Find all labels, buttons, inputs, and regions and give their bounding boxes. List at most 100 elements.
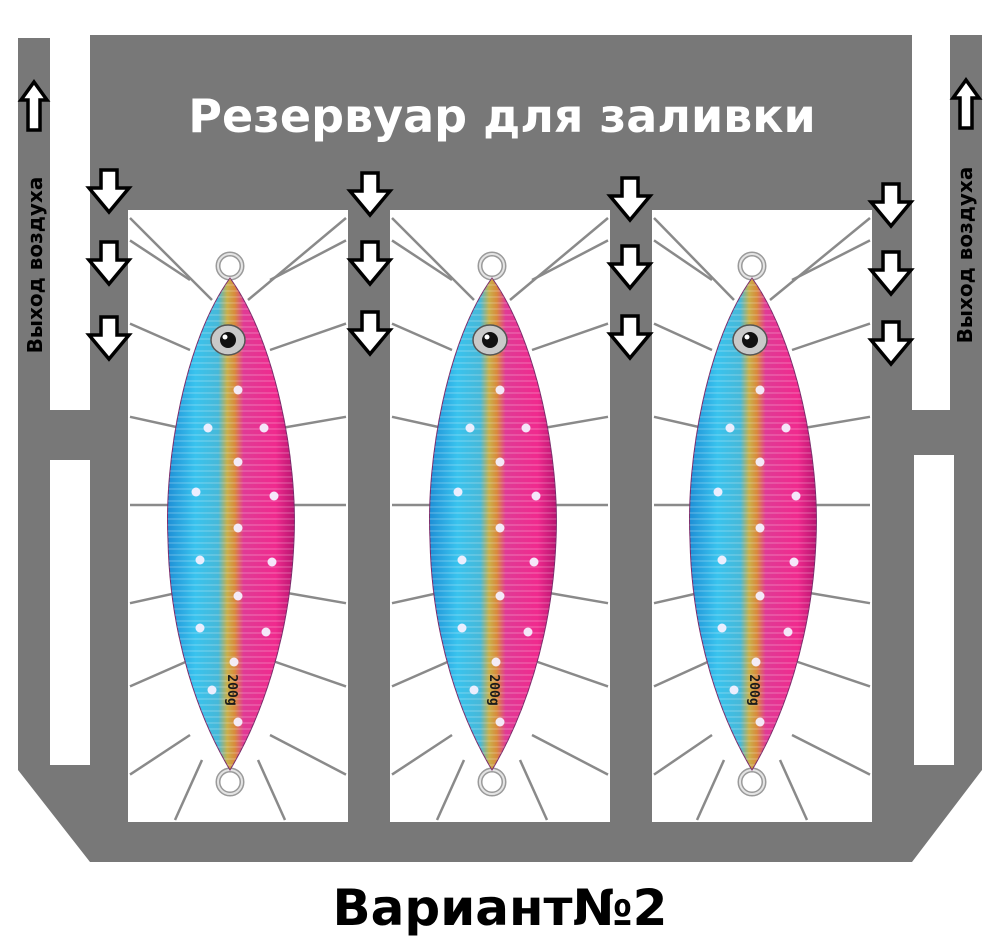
flow-arrow-down-icon [85,315,133,362]
lure-ring-top-highlight [479,253,505,279]
vent-line [269,658,347,688]
lure-weight-mark: 200g [224,674,239,705]
flow-arrow-down-icon [85,168,133,215]
lure-dot [259,423,269,433]
lure-dot [717,623,727,633]
vent-line [769,217,871,301]
lure-dot [233,385,243,395]
lure-dot [713,487,723,497]
lure-dot [195,623,205,633]
lure-ring-bottom-highlight [217,769,243,795]
vent-line [653,733,713,776]
lure-ring-bottom-highlight [739,769,765,795]
lure-dot [465,423,475,433]
vent-line [129,733,191,776]
flow-arrow-down-icon [346,240,394,287]
lure-dot [791,491,801,501]
vent-line [391,733,453,776]
vent-line [509,217,609,301]
vent-line [435,759,466,821]
vent-line [173,759,204,821]
vent-line [269,733,347,776]
lure-ring-top-highlight [217,253,243,279]
vent-line [391,217,475,301]
vent-line [531,658,609,688]
lure-dot [755,523,765,533]
lure-dot [495,591,505,601]
lure-dot [233,457,243,467]
lure-dot [453,487,463,497]
variant-caption: Вариант№2 [333,879,668,937]
flow-arrow-down-icon [606,314,654,361]
lure-pupil-highlight [222,334,228,340]
lure-dot [751,657,761,667]
lure-dot [233,717,243,727]
vent-line [778,759,809,821]
vent-line [129,217,213,301]
lure-dot [203,423,213,433]
vent-line [653,322,713,352]
vent-line [653,217,735,301]
lure-dot [755,717,765,727]
lure-scales [167,278,295,770]
lure-2: 200g [429,251,557,797]
lure-dot [269,491,279,501]
lures: 200g 200g 200g [167,251,817,797]
lure-dot [755,457,765,467]
vent-line [695,759,726,821]
vent-line [653,239,713,282]
lure-dot [195,555,205,565]
vent-line [391,658,453,688]
vent-line [129,239,191,282]
vent-line [256,759,287,821]
lure-ring-top-highlight [739,253,765,279]
lure-dot [531,491,541,501]
lure-scales [429,278,557,770]
lure-dot [229,657,239,667]
vent-line [791,658,871,688]
lure-pupil [482,332,498,348]
right-lower-slot [914,455,954,765]
lure-weight-mark: 200g [746,674,761,705]
vent-line [129,658,191,688]
vent-line [391,322,453,352]
lure-dot [495,523,505,533]
lure-dot [725,423,735,433]
lure-dot [191,487,201,497]
vent-line [269,239,347,282]
flow-arrows [17,77,983,367]
lure-dot [717,555,727,565]
lure-ring-bottom-highlight [479,769,505,795]
left-lower-slot [50,460,90,765]
air-outlet-left-label: Выход воздуха [23,177,47,354]
lure-dot [755,385,765,395]
vent-line [791,239,871,282]
lure-dot [755,591,765,601]
vent-line [791,733,871,776]
vent-line [531,733,609,776]
vent-line [129,322,191,352]
lure-dot [729,685,739,695]
lure-dot [233,523,243,533]
lure-1: 200g [167,251,295,797]
lure-dot [469,685,479,695]
lure-scales [689,278,817,770]
lure-dot [783,627,793,637]
lure-dot [261,627,271,637]
vent-line [391,239,453,282]
flow-arrow-down-icon [606,176,654,223]
vent-line [531,239,609,282]
vent-line [653,658,713,688]
flow-arrow-down-icon [346,310,394,357]
lure-dot [521,423,531,433]
air-arrow-up-icon [17,79,51,132]
vent-line [269,322,347,352]
vent-line [247,217,347,301]
lure-pupil-highlight [484,334,490,340]
flow-arrow-down-icon [606,244,654,291]
lure-dot [457,555,467,565]
lure-dot [789,557,799,567]
reservoir-title: Резервуар для заливки [188,89,816,143]
lure-3: 200g [689,251,817,797]
lure-dot [233,591,243,601]
